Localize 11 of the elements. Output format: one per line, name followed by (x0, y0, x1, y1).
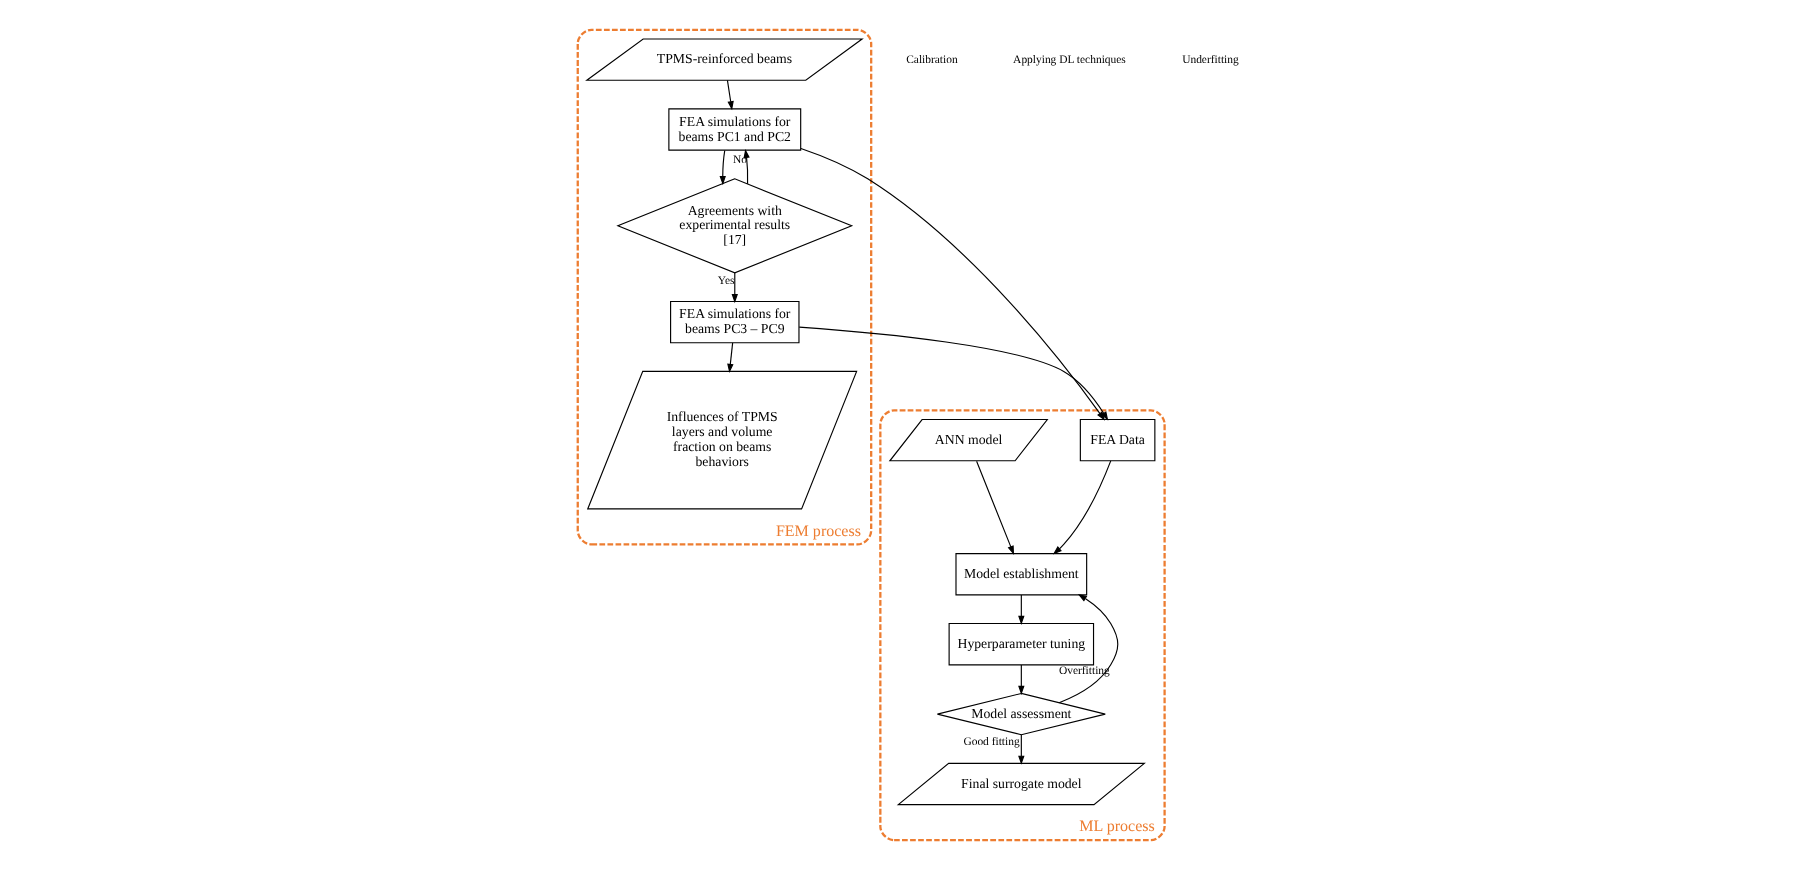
arrow (725, 79, 733, 111)
arrow (718, 150, 725, 186)
arrow (726, 342, 733, 374)
arrow (1017, 664, 1024, 695)
arrow (1051, 460, 1111, 555)
arrow (1017, 734, 1024, 765)
arrow (1017, 594, 1024, 626)
arrow (730, 272, 737, 304)
arrow (975, 460, 1014, 555)
arrow (742, 148, 749, 185)
arrow (1057, 594, 1118, 704)
